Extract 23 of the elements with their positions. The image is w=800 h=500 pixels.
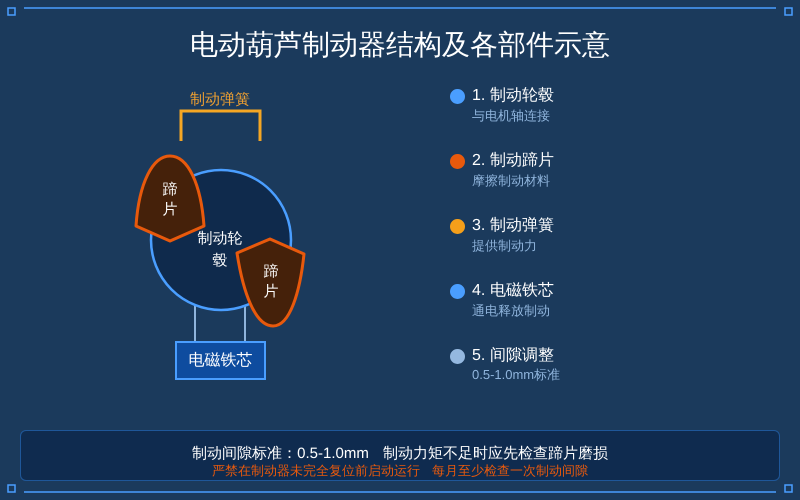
description-text: 通电释放制动 — [472, 302, 550, 320]
legend-text: 2. 制动蹄片 — [472, 150, 554, 171]
warning-text: 每月至少检查一次制动间隙 — [432, 463, 588, 478]
description-text: 0.5-1.0mm标准 — [472, 366, 560, 384]
spring-label: 制动弹簧 — [190, 90, 250, 110]
magnet-box: 电磁铁芯 — [175, 341, 266, 380]
description-text: 摩擦制动材料 — [472, 172, 550, 190]
description-text: 与电机轴连接 — [472, 107, 550, 125]
connector-line — [194, 305, 196, 341]
shoe-label: 蹄片 — [162, 180, 178, 220]
note-text: 制动力矩不足时应先检查蹄片磨损 — [382, 445, 608, 462]
connector-line — [244, 306, 246, 341]
legend-text: 4. 电磁铁芯 — [472, 280, 554, 301]
hub-label: 制动轮毂 — [196, 229, 244, 271]
warning-text: 严禁在制动器未完全复位前启动运行 — [212, 463, 420, 478]
note-text: 制动间隙标准：0.5-1.0mm — [192, 445, 369, 462]
legend-text: 3. 制动弹簧 — [472, 216, 554, 236]
shoe-label: 蹄片 — [263, 262, 279, 302]
description-text: 提供制动力 — [472, 237, 537, 255]
legend-text: 1. 制动轮毂 — [472, 86, 554, 106]
title: 电动葫芦制动器结构及各部件示意 — [190, 28, 610, 62]
legend-text: 5. 间隙调整 — [472, 346, 554, 366]
note-panel — [20, 430, 780, 481]
